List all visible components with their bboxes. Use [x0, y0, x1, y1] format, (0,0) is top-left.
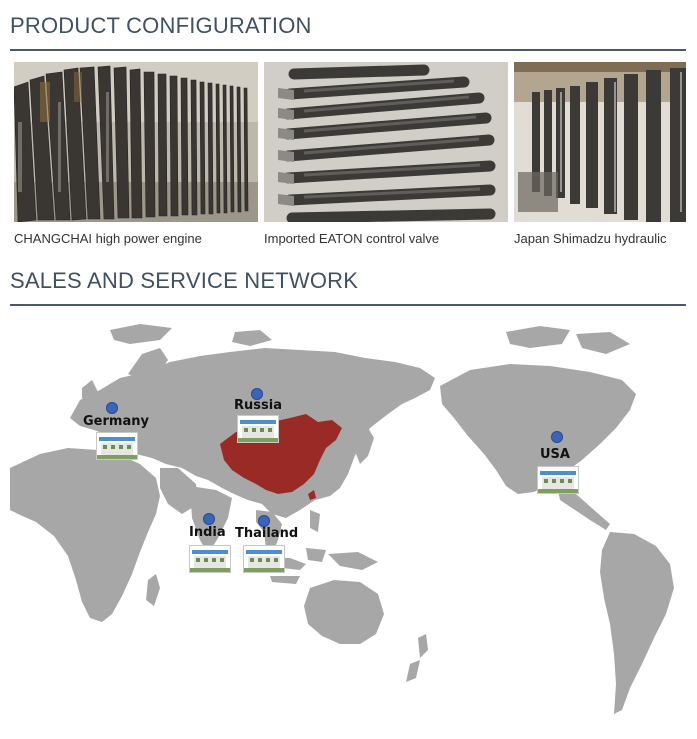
product-configuration-title: PRODUCT CONFIGURATION	[10, 13, 312, 38]
title-underline	[10, 304, 686, 306]
india-pin-icon[interactable]	[203, 513, 215, 525]
product-carousel[interactable]: CHANGCHAI high power engine	[14, 62, 686, 252]
russia-pin-icon[interactable]	[251, 388, 263, 400]
location-label-usa: USA	[540, 447, 570, 462]
location-label-india: India	[189, 525, 226, 540]
product-card-hydraulic[interactable]: Japan Shimadzu hydraulic	[514, 62, 686, 246]
product-caption: CHANGCHAI high power engine	[14, 231, 202, 246]
product-card-engine[interactable]: CHANGCHAI high power engine	[14, 62, 258, 246]
location-label-thailand: Thailand	[235, 526, 299, 541]
product-caption: Imported EATON control valve	[264, 231, 440, 246]
office-building-icon	[97, 433, 137, 459]
title-underline	[10, 49, 686, 51]
office-building-icon	[538, 467, 578, 493]
thailand-pin-icon[interactable]	[258, 515, 270, 527]
location-label-germany: Germany	[83, 414, 149, 429]
usa-office-thumbnail[interactable]	[537, 466, 579, 494]
product-card-valve[interactable]: Imported EATON control valve	[264, 62, 508, 246]
usa-pin-icon[interactable]	[551, 431, 563, 443]
world-map: Germany Russia USA I	[10, 318, 687, 726]
engine-photo	[14, 62, 258, 222]
location-label-russia: Russia	[234, 398, 282, 413]
thailand-office-thumbnail[interactable]	[243, 545, 285, 573]
world-map-graphic	[10, 324, 674, 714]
product-caption: Japan Shimadzu hydraulic	[514, 231, 667, 246]
germany-office-thumbnail[interactable]	[96, 432, 138, 460]
valve-photo	[264, 62, 508, 222]
india-office-thumbnail[interactable]	[189, 545, 231, 573]
hydraulic-photo	[514, 62, 686, 222]
sales-network-title: SALES AND SERVICE NETWORK	[10, 268, 359, 293]
office-building-icon	[238, 416, 278, 442]
germany-pin-icon[interactable]	[106, 402, 118, 414]
office-building-icon	[244, 546, 284, 572]
office-building-icon	[190, 546, 230, 572]
russia-office-thumbnail[interactable]	[237, 415, 279, 443]
